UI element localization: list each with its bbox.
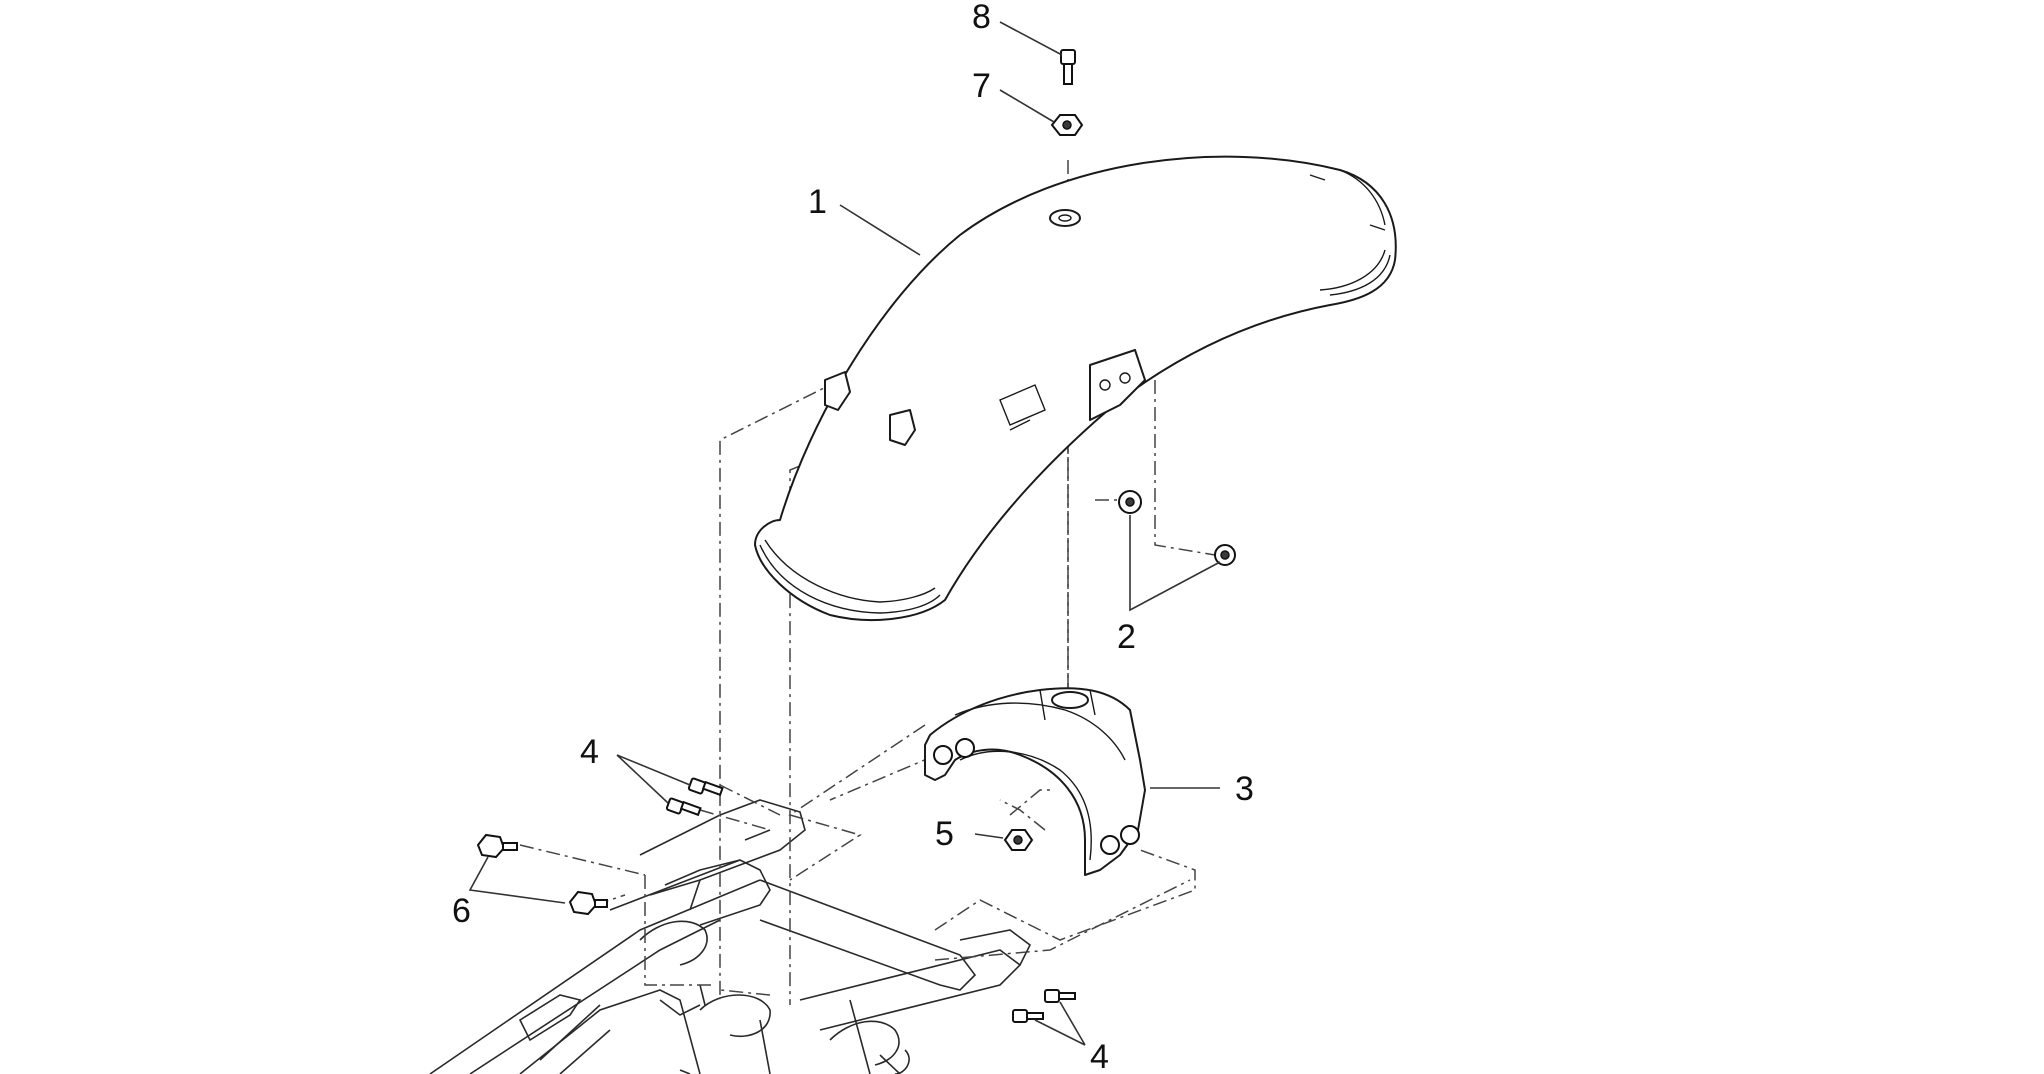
callout-1: 1 bbox=[808, 183, 827, 221]
callout-4-upper: 4 bbox=[580, 733, 599, 771]
callout-8: 8 bbox=[972, 0, 991, 36]
callout-labels: 1 2 3 4 4 5 6 7 8 bbox=[452, 0, 1254, 1074]
bolt-part-8 bbox=[1060, 49, 1076, 85]
callout-3: 3 bbox=[1235, 770, 1254, 808]
grommet-part-2-a bbox=[1118, 490, 1142, 514]
callout-5: 5 bbox=[935, 815, 954, 853]
bolt-part-4-lower-a bbox=[1044, 989, 1076, 1003]
bolt-part-4-upper-a bbox=[687, 777, 724, 797]
bolt-part-6-a bbox=[476, 833, 518, 859]
callout-2: 2 bbox=[1117, 618, 1136, 656]
frame-swingarm bbox=[429, 799, 1032, 1074]
rear-fender bbox=[754, 155, 1397, 621]
bolt-part-4-upper-b bbox=[665, 797, 702, 817]
callout-4-lower: 4 bbox=[1090, 1038, 1109, 1074]
bolt-part-4-lower-b bbox=[1012, 1009, 1044, 1023]
callout-6: 6 bbox=[452, 892, 471, 930]
washer-part-7 bbox=[1050, 114, 1084, 136]
leader-lines bbox=[468, 21, 1221, 1046]
fender-bracket bbox=[924, 687, 1146, 876]
bolt-part-6-b bbox=[568, 890, 608, 916]
grommet-part-2-b bbox=[1214, 544, 1236, 566]
nut-part-5 bbox=[1003, 829, 1034, 851]
callout-7: 7 bbox=[972, 67, 991, 105]
